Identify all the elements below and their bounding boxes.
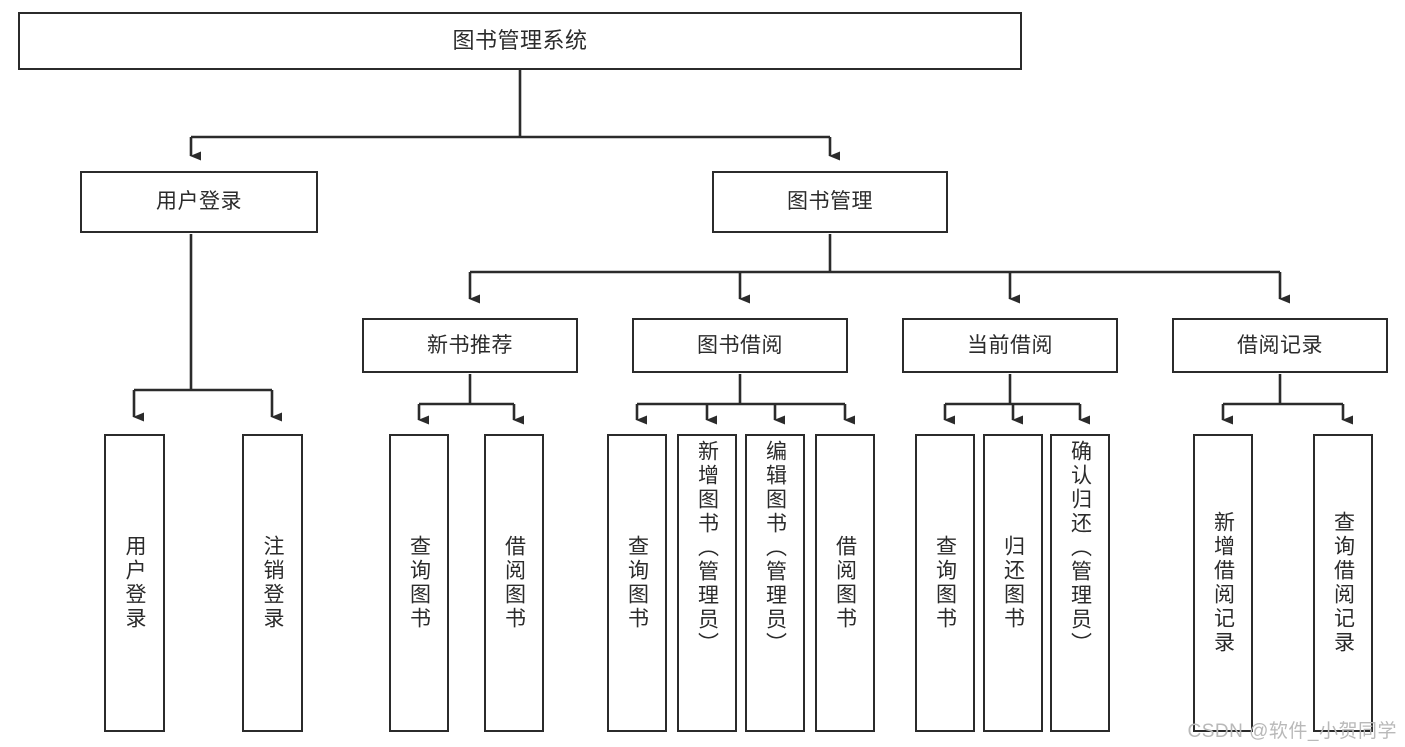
node-label: 新增图书（管理员）	[695, 440, 719, 656]
node-leaf-return-book[interactable]: 归还图书	[983, 434, 1043, 732]
node-label: 注销登录	[261, 535, 284, 631]
node-label: 借阅图书	[502, 535, 526, 631]
node-label: 查询图书	[933, 535, 957, 631]
node-label: 借阅记录	[1237, 333, 1323, 357]
node-leaf-borrow-book[interactable]: 借阅图书	[815, 434, 875, 732]
node-label: 图书管理系统	[452, 27, 588, 53]
node-leaf-query-book-current[interactable]: 查询图书	[915, 434, 975, 732]
node-label: 图书管理	[787, 190, 873, 214]
node-label: 编辑图书（管理员）	[763, 440, 787, 656]
node-label: 当前借阅	[967, 333, 1053, 357]
node-book-borrow[interactable]: 图书借阅	[632, 318, 848, 373]
node-leaf-add-borrow-record[interactable]: 新增借阅记录	[1193, 434, 1253, 732]
node-user-login[interactable]: 用户登录	[80, 171, 318, 233]
node-label: 归还图书	[1001, 535, 1025, 631]
node-label: 图书借阅	[697, 333, 783, 357]
node-leaf-add-book[interactable]: 新增图书（管理员）	[677, 434, 737, 732]
node-label: 确认归还（管理员）	[1068, 440, 1092, 656]
node-leaf-edit-book[interactable]: 编辑图书（管理员）	[745, 434, 805, 732]
node-leaf-query-book-recommend[interactable]: 查询图书	[389, 434, 449, 732]
node-label: 借阅图书	[833, 535, 857, 631]
node-current-borrow[interactable]: 当前借阅	[902, 318, 1118, 373]
node-leaf-query-book-borrow[interactable]: 查询图书	[607, 434, 667, 732]
node-leaf-query-borrow-record[interactable]: 查询借阅记录	[1313, 434, 1373, 732]
node-leaf-borrow-book-recommend[interactable]: 借阅图书	[484, 434, 544, 732]
node-label: 新增借阅记录	[1211, 511, 1235, 655]
node-leaf-user-login[interactable]: 用户登录	[104, 434, 165, 732]
node-label: 查询图书	[625, 535, 649, 631]
node-root-system[interactable]: 图书管理系统	[18, 12, 1022, 70]
node-leaf-logout[interactable]: 注销登录	[242, 434, 303, 732]
watermark: CSDN @软件_小贺同学	[1187, 721, 1397, 742]
node-book-manage[interactable]: 图书管理	[712, 171, 948, 233]
node-label: 查询图书	[407, 535, 431, 631]
node-borrow-record[interactable]: 借阅记录	[1172, 318, 1388, 373]
node-label: 查询借阅记录	[1331, 511, 1355, 655]
node-leaf-confirm-return[interactable]: 确认归还（管理员）	[1050, 434, 1110, 732]
node-new-book-recommend[interactable]: 新书推荐	[362, 318, 578, 373]
node-label: 用户登录	[123, 535, 146, 631]
node-label: 新书推荐	[427, 333, 513, 357]
node-label: 用户登录	[156, 190, 242, 214]
